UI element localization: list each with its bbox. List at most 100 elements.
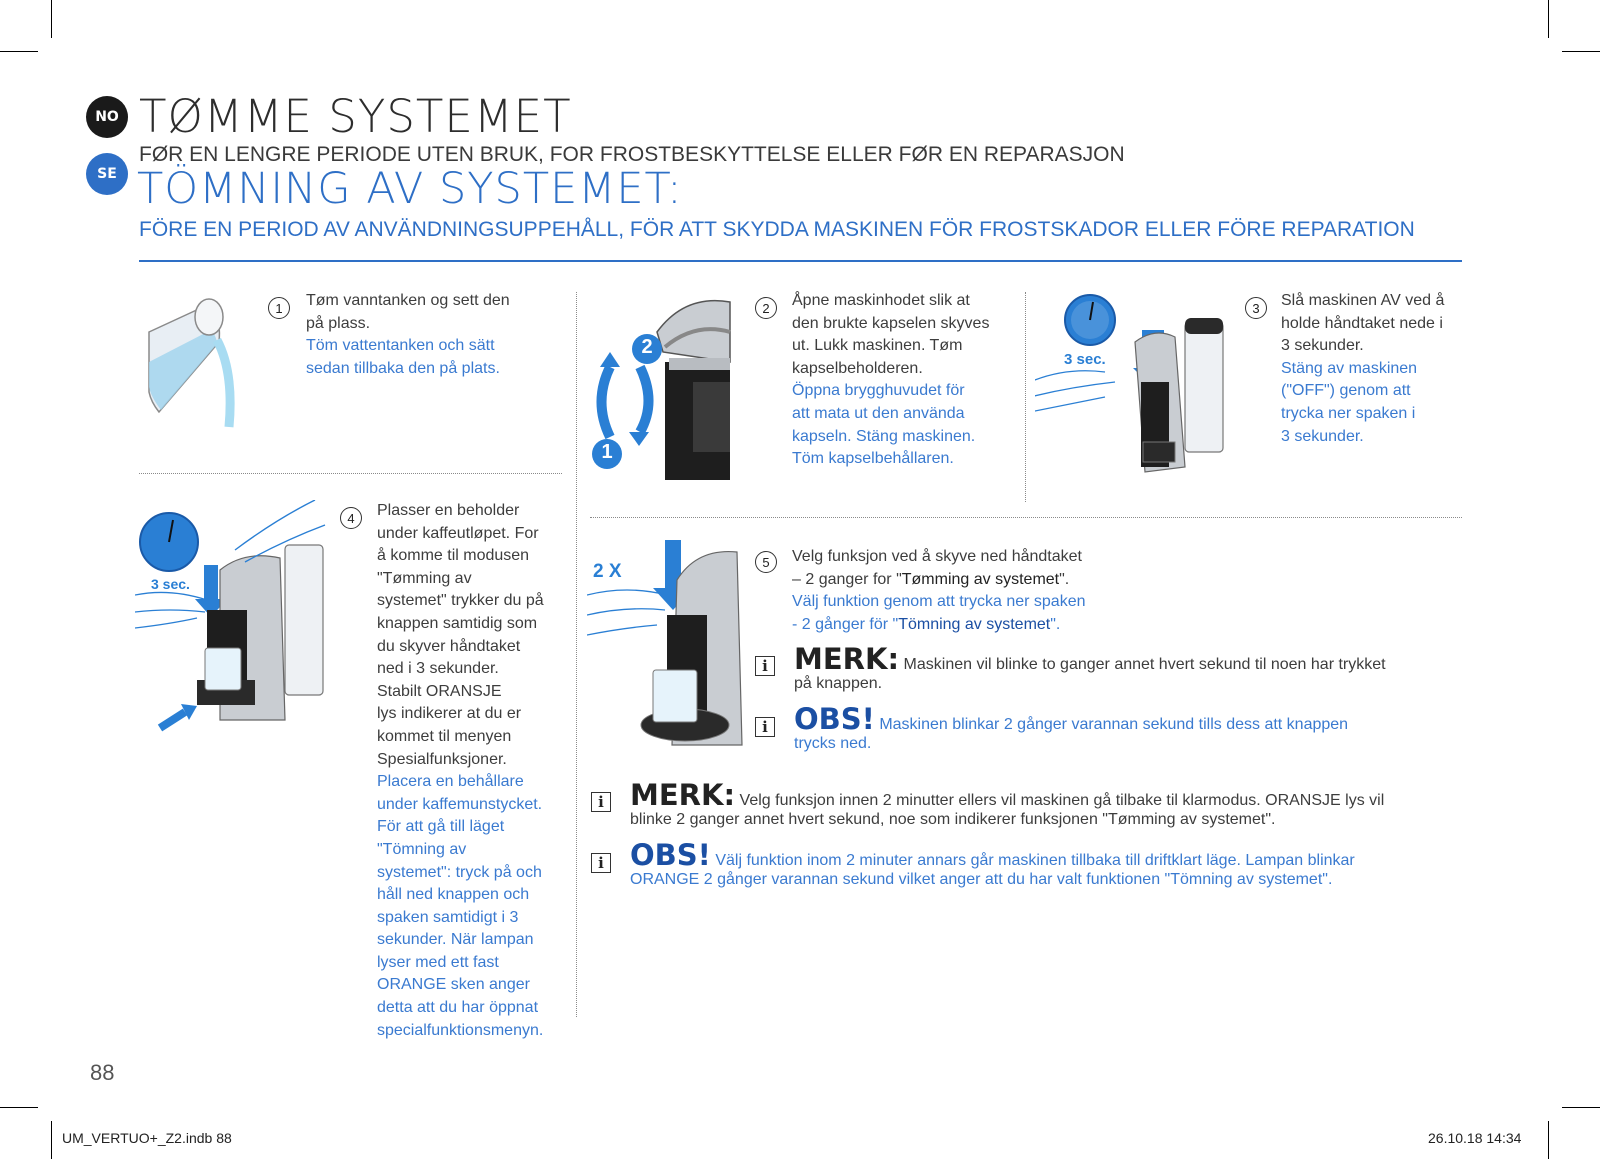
step-2-se-line: Öppna brygghuvudet för <box>792 382 965 400</box>
step-2-no-line: den brukte kapselen skyves <box>792 314 990 332</box>
step-4-no-line: systemet" trykker du på <box>377 592 544 610</box>
step-2-no-line: ut. Lukk maskinen. Tøm <box>792 337 963 355</box>
crop-mark <box>1548 0 1549 38</box>
step-4-se-line: sekunder. När lampan <box>377 931 534 949</box>
step-1-no-line: på plass. <box>306 314 371 332</box>
title-no: TØMME SYSTEMET <box>139 90 572 143</box>
footer-date: 26.10.18 14:34 <box>1428 1130 1522 1146</box>
merk-heading: MERK: <box>794 642 900 676</box>
language-badge-se: SE <box>86 153 128 195</box>
crop-mark <box>51 1121 52 1159</box>
crop-mark <box>0 1107 38 1108</box>
title-se: TÖMNING AV SYSTEMET: <box>137 164 683 214</box>
crop-mark <box>51 0 52 38</box>
step-4-no-line: knappen samtidig som <box>377 614 538 632</box>
step-number-4: 4 <box>340 507 362 529</box>
step-4-text: Plasser en beholder under kaffeutløpet. … <box>377 500 544 1042</box>
step-5-no-line: – 2 ganger for "Tømming av systemet". <box>792 569 1086 592</box>
times-label: 2 X <box>593 561 622 582</box>
mode-name-se: Tömning av systemet <box>898 615 1051 633</box>
step-3-se-line: trycka ner spaken i <box>1281 404 1416 422</box>
info-icon: i <box>755 717 775 737</box>
step-3-se-line: Stäng av maskinen <box>1281 359 1418 377</box>
step-4-no-line: kommet til menyen <box>377 727 512 745</box>
step-3-no-line: 3 sekunder. <box>1281 337 1364 355</box>
step-1-se-line: sedan tillbaka den på plats. <box>306 359 500 377</box>
step-4-se-line: detta att du har öppnat <box>377 999 539 1017</box>
step-4-se-line: specialfunktionsmenyn. <box>377 1021 544 1039</box>
step-4-se-line: under kaffemunstycket. <box>377 795 543 813</box>
step-4-no-line: Plasser en beholder <box>377 502 520 519</box>
step-5-se-line: Välj funktion genom att trycka ner spake… <box>792 593 1086 611</box>
crop-mark <box>1548 1121 1549 1159</box>
language-badge-no: NO <box>86 96 128 138</box>
step-2-text: Åpne maskinhodet slik at den brukte kaps… <box>792 290 989 471</box>
crop-mark <box>0 51 38 52</box>
note-text: Maskinen blinkar 2 gånger varannan sekun… <box>879 716 1349 733</box>
step-4-se-line: För att gå till läget <box>377 818 505 836</box>
step-4-se-line: ORANGE sken anger <box>377 976 530 994</box>
step-4-no-line: "Tømming av <box>377 569 472 587</box>
arrow-label-1: 1 <box>601 441 613 463</box>
step-number-5: 5 <box>755 551 777 573</box>
step-5-se-line: - 2 gånger för "Tömning av systemet". <box>792 614 1086 637</box>
text-span: - 2 gånger för " <box>792 615 899 633</box>
step-2-se-line: att mata ut den använda <box>792 404 965 422</box>
mode-name-no: Tømming av systemet <box>901 570 1060 588</box>
obs-heading: OBS! <box>630 838 711 872</box>
pitcher-illustration <box>148 298 235 428</box>
step-4-no-line: Stabilt ORANSJE <box>377 682 502 700</box>
merk-heading: MERK: <box>630 778 736 812</box>
timer-label: 3 sec. <box>151 576 190 592</box>
note-text: Velg funksjon innen 2 minutter ellers vi… <box>739 792 1385 809</box>
step-4-no-line: du skyver håndtaket <box>377 637 521 655</box>
text-span: ". <box>1050 615 1061 633</box>
step-number-3: 3 <box>1245 297 1267 319</box>
step-4-no-line: lys indikerer at du er <box>377 705 522 723</box>
subtitle-se: FÖRE EN PERIOD AV ANVÄNDNINGSUPPEHÅLL, F… <box>139 218 1415 241</box>
step-4-se-line: håll ned knappen och <box>377 886 530 904</box>
function-select-illustration <box>587 540 743 746</box>
step-4-no-line: å komme til modusen <box>377 547 530 565</box>
step-3-text: Slå maskinen AV ved å holde håndtaket ne… <box>1281 290 1444 448</box>
step-3-no-line: Slå maskinen AV ved å <box>1281 292 1445 309</box>
merk-note-1: MERK: Maskinen vil blinke to ganger anne… <box>794 645 1444 695</box>
step-4-se-line: spaken samtidigt i 3 <box>377 908 519 926</box>
info-icon: i <box>591 792 611 812</box>
crop-mark <box>1562 1107 1600 1108</box>
page-number: 88 <box>90 1060 115 1085</box>
arrow-label-2: 2 <box>641 336 653 358</box>
step-4-se-line: Placera en behållare <box>377 773 524 791</box>
subtitle-no: FØR EN LENGRE PERIODE UTEN BRUK, FOR FRO… <box>139 143 1125 166</box>
column-divider <box>576 292 577 1017</box>
open-machine-illustration <box>592 299 731 480</box>
info-icon: i <box>591 853 611 873</box>
step-4-se-line: "Tömning av <box>377 840 467 858</box>
text-span: ". <box>1059 570 1070 588</box>
step-4-no-line: under kaffeutløpet. For <box>377 524 539 542</box>
header-rule <box>139 260 1462 262</box>
step-2-no-line: Åpne maskinhodet slik at <box>792 292 970 309</box>
obs-note-2: OBS! Välj funktion inom 2 minuter annars… <box>630 841 1470 891</box>
step-1-se-line: Töm vattentanken och sätt <box>306 337 495 355</box>
step-4-no-line: ned i 3 sekunder. <box>377 660 499 678</box>
step-1-text: Tøm vanntanken og sett den på plass. Töm… <box>306 290 510 380</box>
step-number-1: 1 <box>268 297 290 319</box>
row-divider <box>139 473 562 474</box>
obs-heading: OBS! <box>794 702 875 736</box>
step-2-no-line: kapselbeholderen. <box>792 359 923 377</box>
step-3-no-line: holde håndtaket nede i <box>1281 314 1443 332</box>
timer-label: 3 sec. <box>1064 351 1106 368</box>
step-5-text: Velg funksjon ved å skyve ned håndtaket … <box>792 546 1086 636</box>
machine-off-illustration <box>1035 294 1224 473</box>
note-text: Maskinen vil blinke to ganger annet hver… <box>903 656 1386 673</box>
note-text: trycks ned. <box>794 734 872 752</box>
merk-note-2: MERK: Velg funksjon innen 2 minutter ell… <box>630 781 1470 831</box>
note-text: ORANGE 2 gånger varannan sekund vilket a… <box>630 870 1333 888</box>
step-4-no-line: Spesialfunksjoner. <box>377 750 507 768</box>
step-2-se-line: Töm kapselbehållaren. <box>792 450 954 468</box>
step-2-se-line: kapseln. Stäng maskinen. <box>792 427 976 445</box>
step-4-se-line: lyser med ett fast <box>377 953 499 971</box>
note-text: på knappen. <box>794 674 883 692</box>
note-text: blinke 2 ganger annet hvert sekund, noe … <box>630 810 1276 828</box>
